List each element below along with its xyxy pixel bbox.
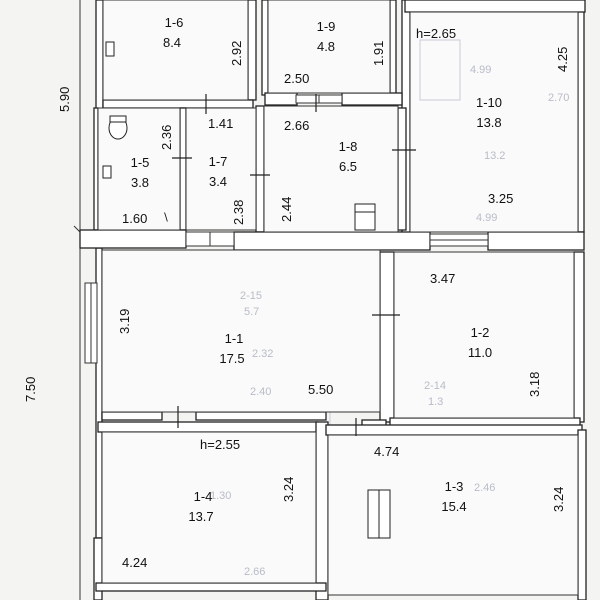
- dimension-4-24: 4.24: [122, 555, 148, 570]
- room-id-1-8: 1-8: [338, 139, 358, 154]
- windows: [84, 94, 489, 364]
- ghost-text: 2.32: [252, 348, 274, 360]
- room-fills: [97, 0, 579, 596]
- room-area-1-4: 13.7: [188, 509, 214, 524]
- room-id-1-1: 1-1: [224, 331, 244, 346]
- ghost-text: 2.66: [244, 566, 266, 578]
- dimension-3-19: 3.19: [117, 308, 132, 334]
- room-area-1-1: 17.5: [219, 351, 245, 366]
- dimension-2-92: 2.92: [229, 40, 244, 66]
- ghost-text: 2-14: [424, 380, 447, 392]
- room-id-1-6: 1-6: [164, 15, 184, 30]
- ghost-text: 2.46: [474, 482, 496, 494]
- room-area-1-5: 3.8: [130, 175, 150, 190]
- dimension-7-50: 7.50: [23, 376, 38, 402]
- fixtures: [102, 39, 461, 539]
- room-area-1-7: 3.4: [208, 174, 228, 189]
- dimension-4-74: 4.74: [374, 444, 400, 459]
- room-id-1-7: 1-7: [208, 154, 228, 169]
- room-id-1-3: 1-3: [444, 479, 464, 494]
- ceiling-height-bottom: h=2.55: [200, 437, 241, 452]
- dimension-5-90: 5.90: [57, 86, 72, 112]
- dimension-1-60: 1.60: [122, 211, 148, 226]
- room-area-1-2: 11.0: [467, 345, 493, 360]
- dimension-3-47: 3.47: [430, 271, 456, 286]
- dimension-2-36: 2.36: [159, 124, 174, 150]
- room-area-1-3: 15.4: [441, 499, 467, 514]
- ghost-text: 2.70: [548, 92, 570, 104]
- dimension-1-41: 1.41: [208, 116, 234, 131]
- ghost-text: 2-15: [240, 290, 263, 302]
- ceiling-height-top: h=2.65: [416, 26, 457, 41]
- room-id-1-5: 1-5: [130, 155, 150, 170]
- room-area-1-9: 4.8: [316, 39, 336, 54]
- room-area-1-6: 8.4: [162, 35, 182, 50]
- dimension-mark: ∖: [162, 212, 170, 224]
- room-id-1-9: 1-9: [316, 19, 336, 34]
- room-id-1-2: 1-2: [470, 325, 490, 340]
- dimension-5-50: 5.50: [308, 382, 334, 397]
- dimension-3-24-left: 3.24: [281, 476, 296, 502]
- room-id-1-10: 1-10: [475, 95, 503, 110]
- room-area-1-10: 13.8: [476, 115, 502, 130]
- dimension-3-24-right: 3.24: [551, 486, 566, 512]
- dimension-2-50: 2.50: [284, 71, 310, 86]
- ghost-text: 13.2: [484, 150, 506, 162]
- dimension-4-25: 4.25: [555, 46, 570, 72]
- ghost-text: 1.30: [210, 490, 232, 502]
- door-marks: [172, 94, 416, 436]
- dimension-3-25: 3.25: [488, 191, 514, 206]
- room-area-1-8: 6.5: [338, 159, 358, 174]
- dimension-3-18: 3.18: [527, 371, 542, 397]
- dimension-2-66: 2.66: [284, 118, 310, 133]
- dimension-2-44: 2.44: [279, 196, 294, 222]
- dimension-2-38: 2.38: [231, 199, 246, 225]
- walls: [79, 0, 587, 600]
- ghost-text: 4.99: [470, 64, 492, 76]
- ghost-text: 5.7: [244, 306, 260, 318]
- room-id-1-4: 1-4: [193, 489, 213, 504]
- ghost-text: 1.3: [428, 396, 444, 408]
- ghost-text: 4.99: [476, 212, 498, 224]
- dimension-1-91: 1.91: [371, 40, 386, 66]
- ghost-text: 2.40: [250, 386, 272, 398]
